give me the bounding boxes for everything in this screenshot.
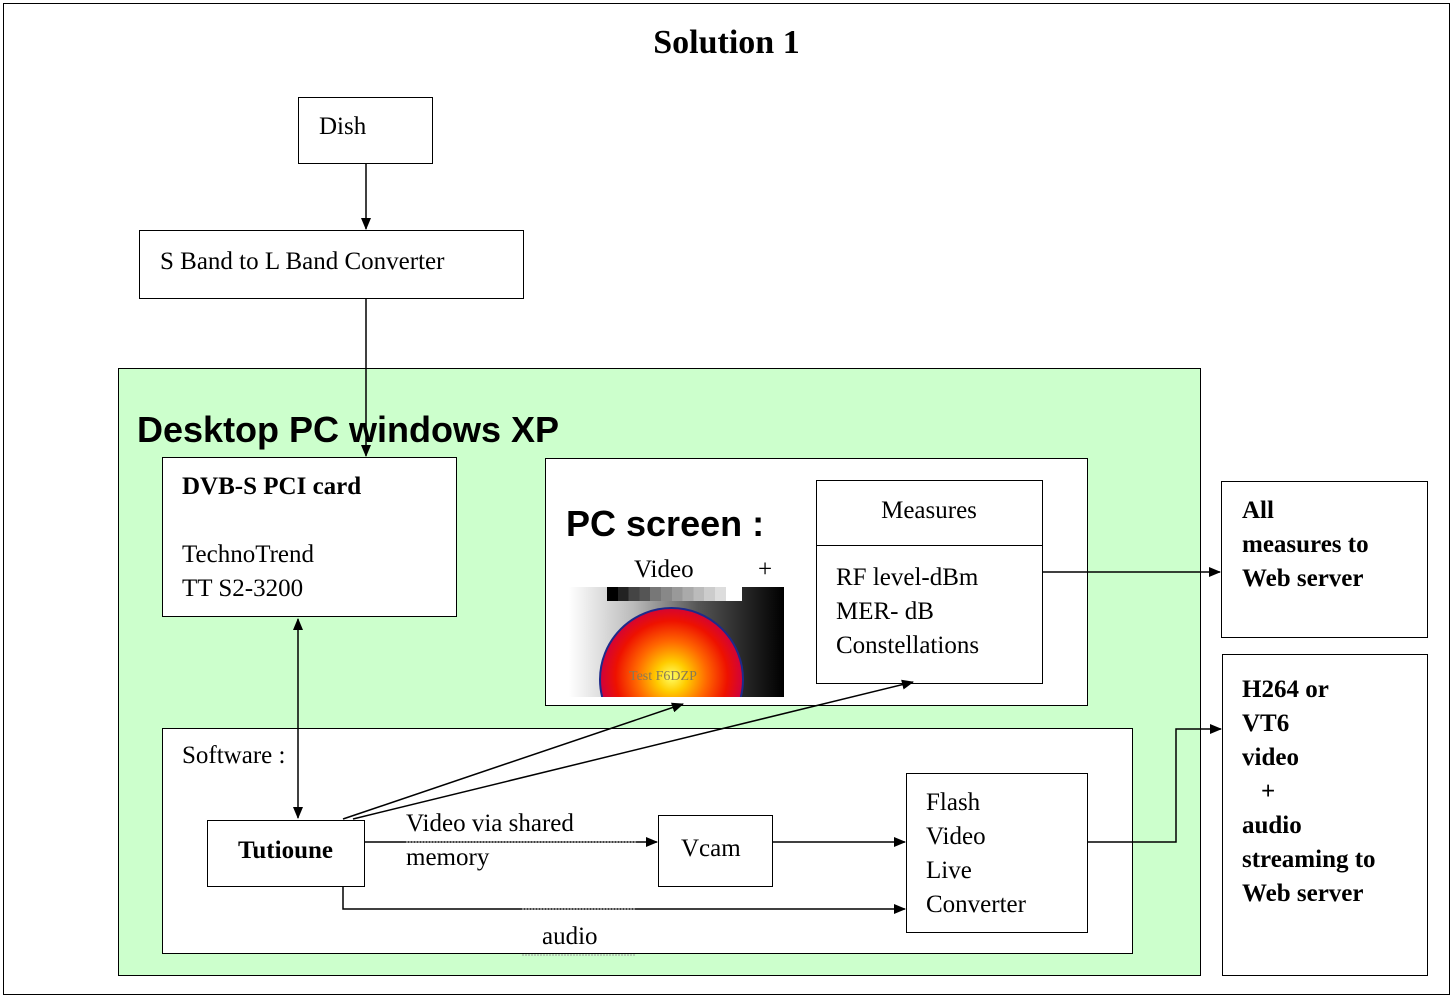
shared-memory-label-2: memory xyxy=(406,844,490,871)
dish-label: Dish xyxy=(319,113,367,140)
converter-box: S Band to L Band Converter xyxy=(139,230,524,299)
web-measures-box: All measures to Web server xyxy=(1221,481,1428,638)
web-video-box: H264 or VT6 video + audio streaming to W… xyxy=(1222,654,1428,976)
grayscale-bar xyxy=(607,587,742,601)
test-pattern-caption: Test F6DZP xyxy=(629,669,697,684)
flash-line3: Live xyxy=(926,857,972,884)
web-measures-line1: All xyxy=(1242,497,1274,524)
flash-converter-box: Flash Video Live Converter xyxy=(906,773,1088,933)
converter-label: S Band to L Band Converter xyxy=(160,248,445,275)
measure-rf-level: RF level-dBm xyxy=(836,564,979,591)
web-video-line2: VT6 xyxy=(1242,710,1290,737)
web-measures-line2: measures to xyxy=(1242,531,1369,558)
plus-label: + xyxy=(758,556,773,583)
measures-divider xyxy=(817,545,1042,546)
tutioune-box: Tutioune xyxy=(207,820,365,887)
web-video-line6: streaming to xyxy=(1242,846,1376,873)
measures-title: Measures xyxy=(881,497,977,524)
pc-screen-title: PC screen : xyxy=(566,503,765,544)
audio-label: audio xyxy=(542,923,598,950)
web-measures-line3: Web server xyxy=(1242,565,1364,592)
vcam-box: Vcam xyxy=(658,815,773,887)
diagram-title: Solution 1 xyxy=(653,24,800,61)
web-video-line4: + xyxy=(1261,778,1276,805)
dvb-card-title: DVB-S PCI card xyxy=(182,473,362,500)
flash-line2: Video xyxy=(926,823,986,850)
measures-box: Measures RF level-dBm MER- dB Constellat… xyxy=(816,480,1043,684)
flash-to-web-arrow xyxy=(1088,724,1222,843)
test-pattern-image: Test F6DZP xyxy=(569,587,784,697)
shared-memory-label-1: Video via shared xyxy=(406,810,574,837)
web-video-line5: audio xyxy=(1242,812,1302,839)
flash-line1: Flash xyxy=(926,789,981,816)
tutioune-label: Tutioune xyxy=(238,837,333,864)
web-video-line3: video xyxy=(1242,744,1299,771)
dish-box: Dish xyxy=(298,97,433,164)
desktop-title: Desktop PC windows XP xyxy=(137,409,560,450)
dvb-card-line1: TechnoTrend xyxy=(182,541,315,568)
vcam-label: Vcam xyxy=(681,835,741,862)
web-video-line7: Web server xyxy=(1242,880,1364,907)
flash-line4: Converter xyxy=(926,891,1026,918)
measure-constellations: Constellations xyxy=(836,632,980,659)
video-label: Video xyxy=(634,556,694,583)
tutioune-audio-arrow xyxy=(342,887,906,914)
dvb-card-box: DVB-S PCI card TechnoTrend TT S2-3200 xyxy=(162,457,457,617)
tutioune-to-measures-arrow xyxy=(352,679,914,820)
software-label: Software : xyxy=(182,742,286,769)
measure-mer: MER- dB xyxy=(836,598,934,625)
dvb-card-line2: TT S2-3200 xyxy=(182,575,304,602)
web-video-line1: H264 or xyxy=(1242,676,1329,703)
tutioune-to-video-arrow xyxy=(342,702,684,820)
